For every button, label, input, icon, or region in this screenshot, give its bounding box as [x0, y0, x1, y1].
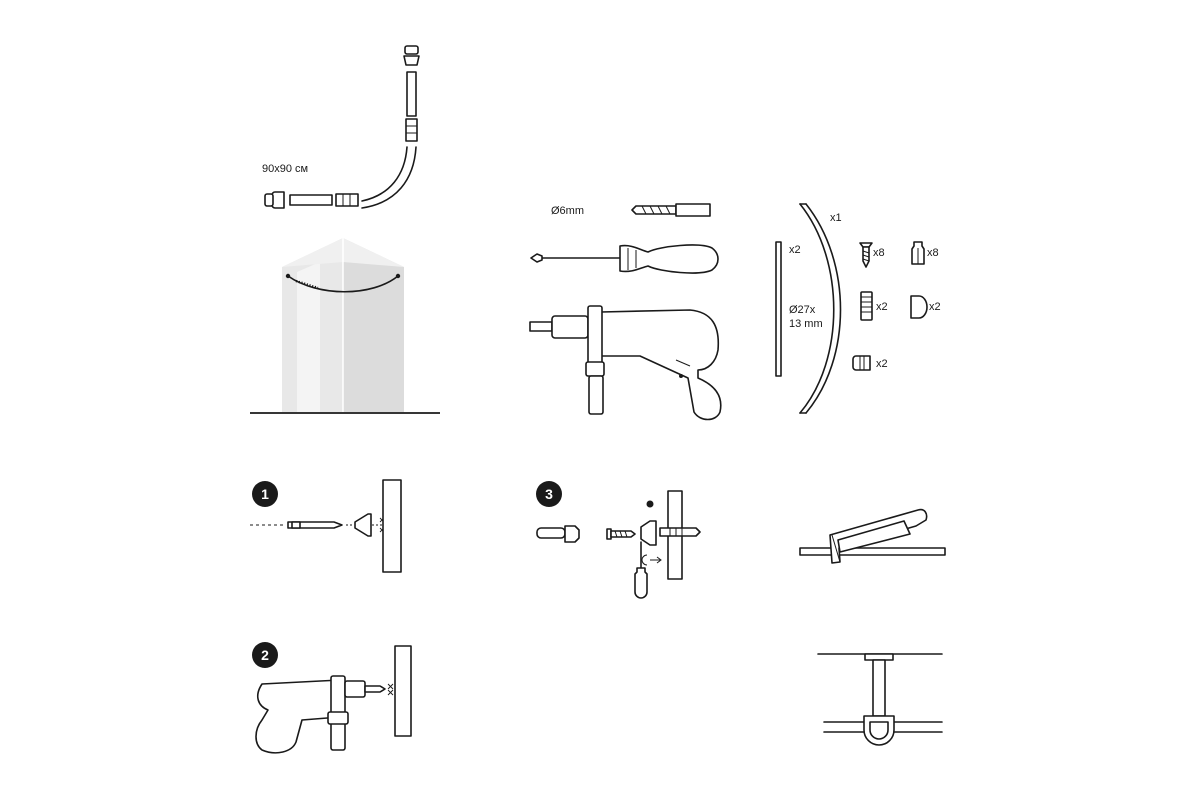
wall-flange-part: x2 — [852, 355, 888, 371]
tube-dimensions-line1: Ø27x — [789, 304, 816, 316]
curved-rod-qty: x1 — [830, 212, 842, 224]
wall-plug-part: x8 — [911, 241, 939, 265]
step-3: 3 — [536, 481, 701, 599]
wall-bar-qty: x2 — [789, 244, 801, 256]
hacksaw-cutting-illustration — [799, 508, 946, 564]
step-3-number: 3 — [545, 486, 553, 502]
step-1: 1 — [250, 479, 402, 573]
screw-qty: x8 — [873, 247, 885, 259]
corner-shower-illustration — [250, 238, 440, 414]
power-drill-tool — [529, 305, 722, 421]
rod-kit-illustration: 90x90 см — [262, 45, 420, 209]
step-2-number: 2 — [261, 647, 269, 663]
wall-bar-part: x2 — [775, 241, 801, 377]
end-cap-part: x2 — [910, 295, 941, 319]
drill-bit-label: Ø6mm — [551, 205, 584, 217]
end-cap-qty: x2 — [929, 301, 941, 313]
wall-plug-qty: x8 — [927, 247, 939, 259]
curved-rod-part: x1 Ø27x 13 mm — [789, 203, 842, 414]
ceiling-support-illustration — [817, 653, 943, 746]
rod-size-label: 90x90 см — [262, 163, 308, 175]
wall-flange-qty: x2 — [876, 358, 888, 370]
screwdriver-tool — [530, 244, 719, 274]
connector-part: x2 — [860, 291, 888, 321]
connector-qty: x2 — [876, 301, 888, 313]
step-2: 2 — [252, 642, 412, 754]
screw-part: x8 — [859, 242, 885, 268]
drill-bit-tool: Ø6mm — [551, 203, 711, 217]
tube-dimensions-line2: 13 mm — [789, 318, 823, 330]
step-1-number: 1 — [261, 486, 269, 502]
